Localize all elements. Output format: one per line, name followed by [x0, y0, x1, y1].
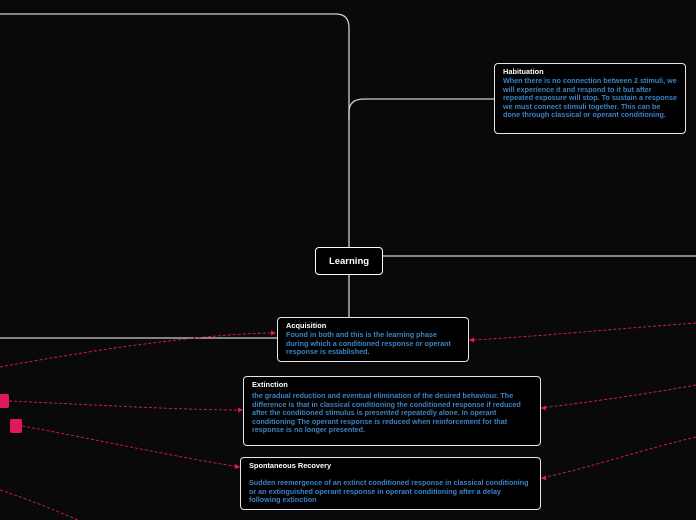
topic-body: Sudden reemergence of an extinct conditi… [249, 478, 529, 505]
central-topic-learning[interactable]: Learning [315, 247, 383, 275]
central-topic-label: Learning [328, 255, 370, 267]
topic-title: Habituation [503, 67, 544, 76]
topic-title: Acquisition [286, 321, 327, 330]
relation-line-bottom-left [0, 489, 79, 520]
topic-spontaneous-recovery[interactable]: Spontaneous Recovery Sudden reemergence … [240, 457, 541, 510]
arrowhead-recovery-right [541, 475, 546, 481]
relation-line-marker1-extinction [8, 400, 244, 411]
arrowhead-extinction-right [541, 405, 546, 411]
topic-title: Spontaneous Recovery [249, 461, 332, 470]
arrowhead-recovery-left [235, 464, 240, 469]
relation-line-marker2-recovery [21, 425, 241, 468]
relation-line-right-recovery [540, 436, 696, 479]
relation-line-right-acquisition [468, 322, 696, 341]
relation-marker[interactable] [0, 394, 9, 408]
topic-acquisition[interactable]: Acquisition Found in both and this is th… [277, 317, 469, 362]
relation-line-right-extinction [540, 384, 696, 409]
branch-line-habituation [348, 98, 494, 120]
topic-habituation[interactable]: Habituation When there is no connection … [494, 63, 686, 134]
topic-extinction[interactable]: Extinction the gradual reduction and eve… [243, 376, 541, 446]
topic-body: Found in both and this is the learning p… [286, 330, 451, 357]
branch-line-left-top [0, 13, 350, 247]
arrowhead-extinction-left [238, 407, 243, 413]
relation-line-left-acquisition [0, 332, 277, 368]
arrowhead-acquisition-left [271, 330, 276, 336]
relation-marker[interactable] [10, 419, 22, 433]
topic-body: the gradual reduction and eventual elimi… [252, 391, 521, 435]
arrowhead-acquisition-right [469, 337, 474, 343]
topic-body: When there is no connection between 2 st… [503, 76, 678, 120]
topic-title: Extinction [252, 380, 288, 389]
